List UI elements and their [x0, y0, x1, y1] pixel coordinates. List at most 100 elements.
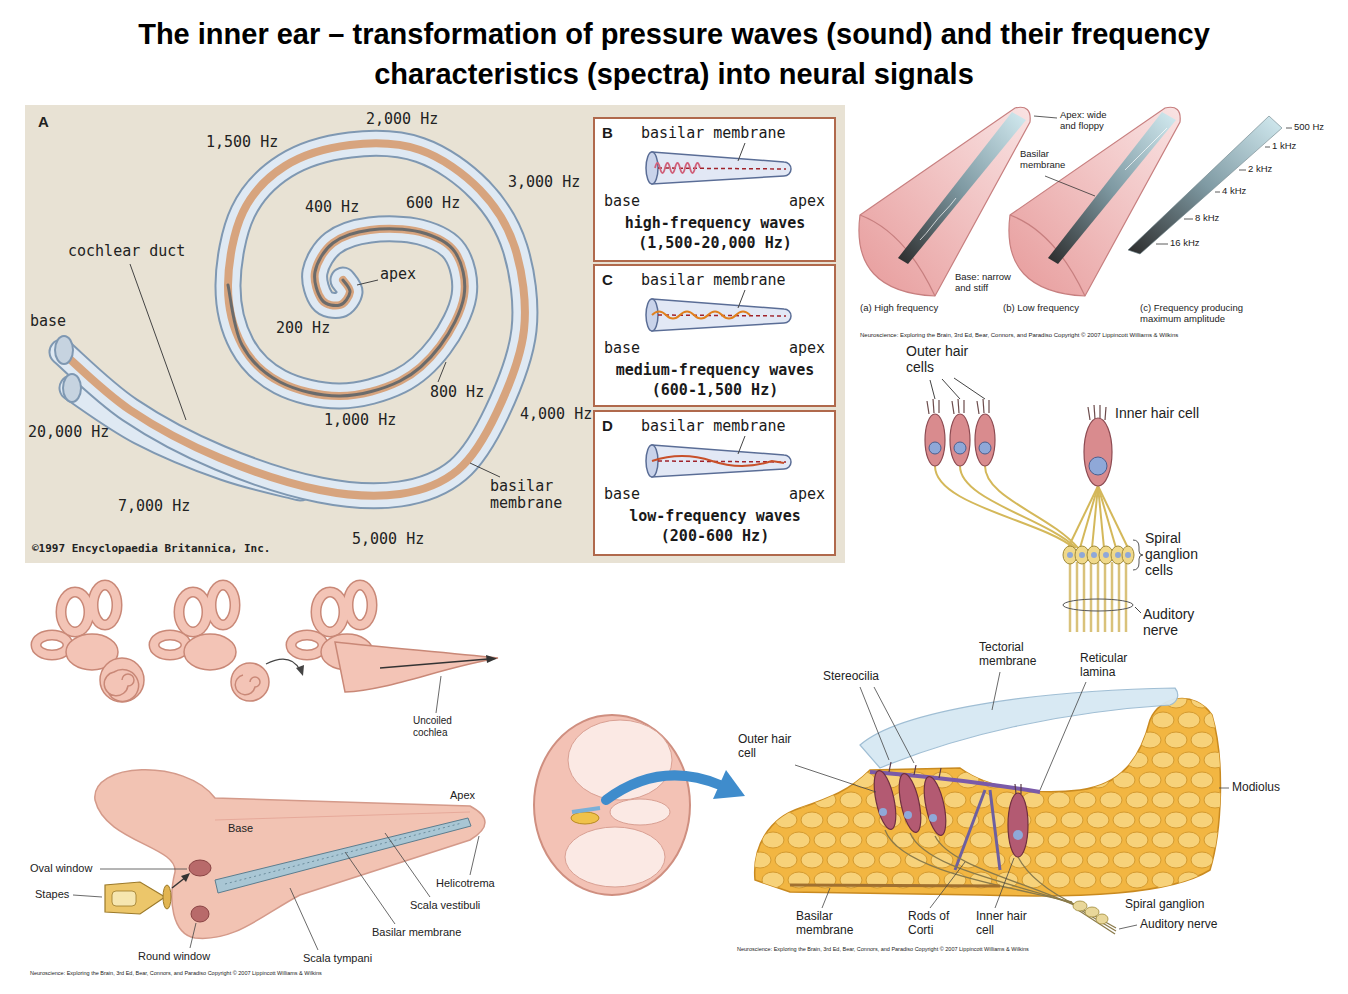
organ-of-corti-part-part: [1126, 792, 1148, 808]
hair-cell-figure-part-part: [975, 414, 995, 466]
organ-of-corti-part-part: [1061, 772, 1083, 788]
uncoiled-cochlea-part: [181, 873, 190, 882]
cochlea-spiral: [55, 143, 525, 495]
part-label: basilar membrane: [490, 478, 580, 513]
organ-of-corti-part-part: [1015, 784, 1016, 794]
organ-of-corti-part-part: [1100, 832, 1122, 848]
organ-of-corti-part-part: [762, 712, 784, 728]
organ-of-corti-part-part: [885, 830, 1072, 902]
inner-ear-sequence-part: [436, 676, 441, 713]
hair-cell-figure-part: [930, 378, 1141, 613]
uncoiled-cone-part-part: [1156, 244, 1168, 245]
organ-of-corti-part-part: [918, 752, 940, 768]
organ-of-corti-part-part: [910, 833, 1074, 904]
hair-cell-figure-part: [929, 442, 1107, 475]
hair-cell-figure-part-part: [950, 414, 970, 466]
copyright-note: Neuroscience: Exploring the Brain, 3rd E…: [737, 946, 1029, 952]
organ-of-corti-part-part: [1074, 832, 1096, 848]
organ-of-corti-part-part: [822, 888, 830, 908]
organ-of-corti-part-part: [1204, 832, 1226, 848]
organ-of-corti-part-part: [1191, 732, 1213, 748]
basilar-membrane-tube-part-part: [658, 168, 786, 169]
hair-cell-figure-part-part: [1069, 562, 1072, 632]
organ-of-corti-part-part: [827, 772, 849, 788]
organ-of-corti-part-part: [853, 692, 875, 708]
part-label: 16 kHz: [1170, 238, 1200, 249]
organ-of-corti-part-part: [904, 811, 912, 819]
hair-cell-figure-part-part: [1090, 562, 1093, 632]
hair-cell-figure-part-part: [929, 442, 941, 454]
hair-cell-figure-part-part: [1068, 486, 1098, 548]
uncoiled-cochlea-part: [95, 770, 485, 939]
hair-cell-figure-part-part: [954, 378, 985, 399]
medium-frequency-panel: Cbasilar membranebaseapexmedium-frequenc…: [593, 264, 836, 407]
hair-cell-figure-part: [1063, 546, 1134, 564]
part-label: Stereocilia: [823, 670, 879, 684]
part-label: (b) Low frequency: [1003, 303, 1079, 314]
organ-of-corti-part-part: [970, 832, 992, 848]
hair-cell-figure-part-part: [1089, 457, 1107, 475]
organ-of-corti-part-part: [762, 832, 784, 848]
organ-of-corti-part-part: [983, 852, 1005, 868]
uncoiled-cone-part-part: [1034, 116, 1057, 118]
organ-of-corti-part-part: [914, 765, 916, 775]
organ-of-corti-part-part: [1073, 901, 1087, 911]
panel-background: [25, 105, 845, 563]
inner-ear-sequence-part: [100, 658, 144, 702]
organ-of-corti-part-part: [944, 752, 966, 768]
uncoiled-cochlea-part: [215, 812, 470, 820]
organ-of-corti-part-part: [1191, 692, 1213, 708]
uncoiled-cochlea-part: [105, 882, 165, 914]
organ-of-corti-part-part: [801, 772, 823, 788]
part-label: 400 Hz: [305, 199, 359, 216]
hair-cell-figure-part-part: [983, 399, 984, 413]
organ-of-corti-part-part: [1152, 712, 1174, 728]
organ-of-corti-part-part: [905, 692, 927, 708]
hair-cell-figure-part-part: [930, 380, 935, 399]
organ-of-corti-part-part: [1018, 857, 1078, 906]
organ-of-corti-part-part: [1126, 752, 1148, 768]
organ-of-corti-part-part: [1165, 852, 1187, 868]
organ-of-corti-part-part: [1100, 752, 1122, 768]
organ-of-corti: [534, 672, 1229, 934]
basilar-membrane-tube-part-part: [652, 299, 791, 331]
organ-of-corti-part-part: [1165, 772, 1187, 788]
uncoiled-cochlea-part-part: [470, 836, 479, 875]
basilar-membrane-tube-part: [646, 436, 791, 477]
basilar-membrane-tube-part-part: [738, 290, 745, 308]
hair-cell-figure-part-part: [1088, 407, 1090, 420]
leader-line-part: [470, 463, 500, 477]
hair-cell-figure-part-part: [988, 400, 989, 413]
organ-of-corti-part-part: [1178, 712, 1200, 728]
hair-cell-figure-part-part: [1080, 486, 1098, 548]
inner-ear-sequence-part: [36, 585, 118, 670]
inner-ear-sequence-part: [154, 585, 236, 670]
hair-cell-figure-part: [927, 399, 1106, 420]
organ-of-corti-part-part: [1165, 732, 1187, 748]
hair-cell-figure-part-part: [1092, 486, 1098, 548]
organ-of-corti-part-part: [814, 712, 836, 728]
organ-of-corti-part-part: [895, 772, 925, 834]
organ-of-corti-part-part: [1085, 907, 1099, 917]
part-label: (c) Frequency producing maximum amplitud…: [1140, 303, 1272, 325]
organ-of-corti-part-part: [775, 772, 797, 788]
part-label: basilar membrane: [641, 416, 786, 436]
organ-of-corti-part-part: [827, 692, 849, 708]
part-label: apex: [380, 266, 416, 283]
part-label: 600 Hz: [406, 195, 460, 212]
inner-ear-sequence-part: [231, 663, 269, 701]
organ-of-corti-part-part: [788, 832, 810, 848]
organ-of-corti-part-part: [1074, 792, 1096, 808]
organ-of-corti-part-part: [1035, 772, 1057, 788]
panel-letter: B: [602, 123, 613, 143]
part-label: base: [30, 313, 66, 330]
part-label: Spiral ganglion: [1125, 898, 1204, 912]
inner-ear-sequence-part-part-part: [36, 635, 68, 655]
hair-cell-figure-part-part: [1118, 562, 1121, 632]
part-label: 500 Hz: [1294, 122, 1324, 133]
part-label: A: [38, 113, 49, 130]
hair-cell-figure-part-part: [1125, 562, 1128, 632]
basilar-membrane-tube-part-part: [652, 152, 791, 184]
part-label: 4,000 Hz: [520, 406, 592, 423]
part-label: Apex: wide and floppy: [1060, 110, 1122, 132]
